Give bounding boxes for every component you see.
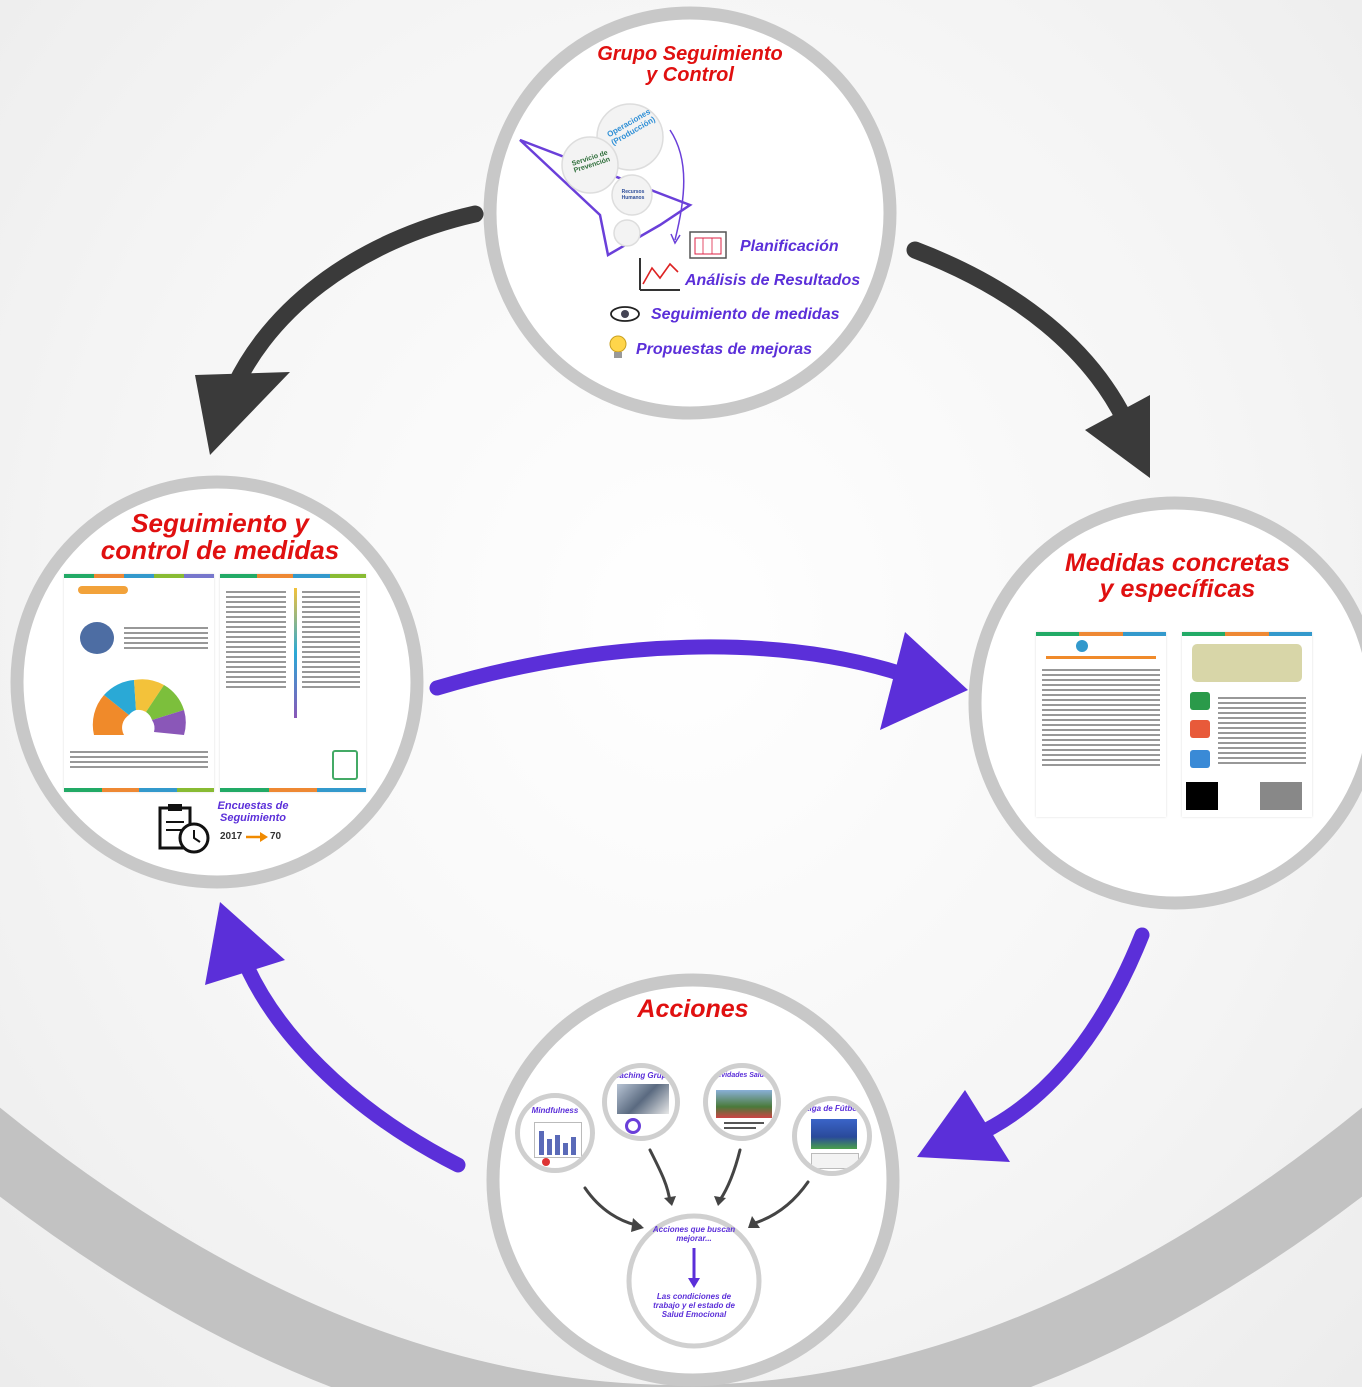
arrowhead-left-to-right [880, 632, 968, 730]
arrow-top-to-left [216, 205, 484, 419]
right-title-line1: Medidas concretas [1064, 549, 1291, 577]
item-analisis: Análisis de Resultados [685, 272, 861, 289]
arrowhead-bottom-to-left [205, 902, 285, 985]
mini-liga-label: Liga de Fútbol [804, 1104, 860, 1113]
bottom-circle-title: Acciones [637, 995, 749, 1023]
right-title-line2: y específicas [1099, 575, 1256, 604]
chart-icon [639, 258, 680, 291]
calendar-icon [689, 231, 727, 259]
bottom-circle [486, 973, 900, 1387]
left-circle-title: Seguimiento y control de medidas [70, 508, 370, 566]
mini-mindfulness: Mindfulness [515, 1093, 595, 1173]
arrow-top-to-right [906, 241, 1134, 429]
survey-count: 70 [270, 831, 282, 842]
top-circle [483, 6, 897, 420]
mini-liga: Liga de Fútbol [792, 1096, 872, 1176]
right-document-2 [1182, 632, 1312, 817]
mini-coaching-label: Coaching Grupal [608, 1071, 674, 1080]
down-arrow-icon [688, 1248, 700, 1288]
arrow-bottom-to-left [232, 942, 466, 1173]
arrowhead-right-to-bottom [917, 1090, 1010, 1162]
right-document-1 [1036, 632, 1166, 817]
mini-actividades: Actividades Saludables [703, 1063, 781, 1141]
arrowhead-top-to-left [195, 372, 290, 455]
mini-mindfulness-label: Mindfulness [531, 1106, 579, 1115]
funnel-graphic [519, 103, 693, 257]
left-document-1 [64, 574, 214, 792]
top-circle-title: Grupo Seguimiento y Control [570, 44, 810, 86]
item-planificacion: Planificación [740, 238, 839, 255]
left-title-line2: control de medidas [100, 535, 340, 566]
left-document-2 [220, 574, 366, 792]
arrowhead-top-to-right [1085, 395, 1150, 478]
survey-label-line2: Seguimiento [219, 812, 286, 824]
arrow-right-to-bottom [957, 927, 1150, 1148]
orange-arrow [246, 832, 268, 842]
funnel-label-recursos: Recursos Humanos [621, 189, 645, 201]
right-circle-title: Medidas concretas y específicas [1040, 550, 1315, 603]
top-title-line1: Grupo Seguimiento [597, 43, 783, 65]
clipboard-clock-icon [158, 804, 210, 854]
eye-icon [610, 306, 640, 322]
background-arc [0, 1107, 1362, 1387]
mini-actividades-label: Actividades Saludables [708, 1072, 781, 1079]
survey-label-line1: Encuestas de [217, 800, 289, 812]
top-title-line2: y Control [646, 64, 734, 86]
survey-year: 2017 [220, 831, 243, 842]
center-bottom-text: Las condiciones de trabajo y el estado d… [653, 1292, 735, 1319]
item-seguimiento: Seguimiento de medidas [651, 306, 840, 323]
arrow-left-to-right [429, 639, 928, 696]
mini-coaching: Coaching Grupal [602, 1063, 680, 1141]
lightbulb-icon [609, 335, 627, 358]
item-propuestas: Propuestas de mejoras [636, 341, 813, 358]
center-top-text: Acciones que buscan mejorar... [652, 1225, 736, 1243]
left-title-line1: Seguimiento y [131, 508, 309, 538]
survey-label: Encuestas de Seguimiento [208, 800, 298, 824]
